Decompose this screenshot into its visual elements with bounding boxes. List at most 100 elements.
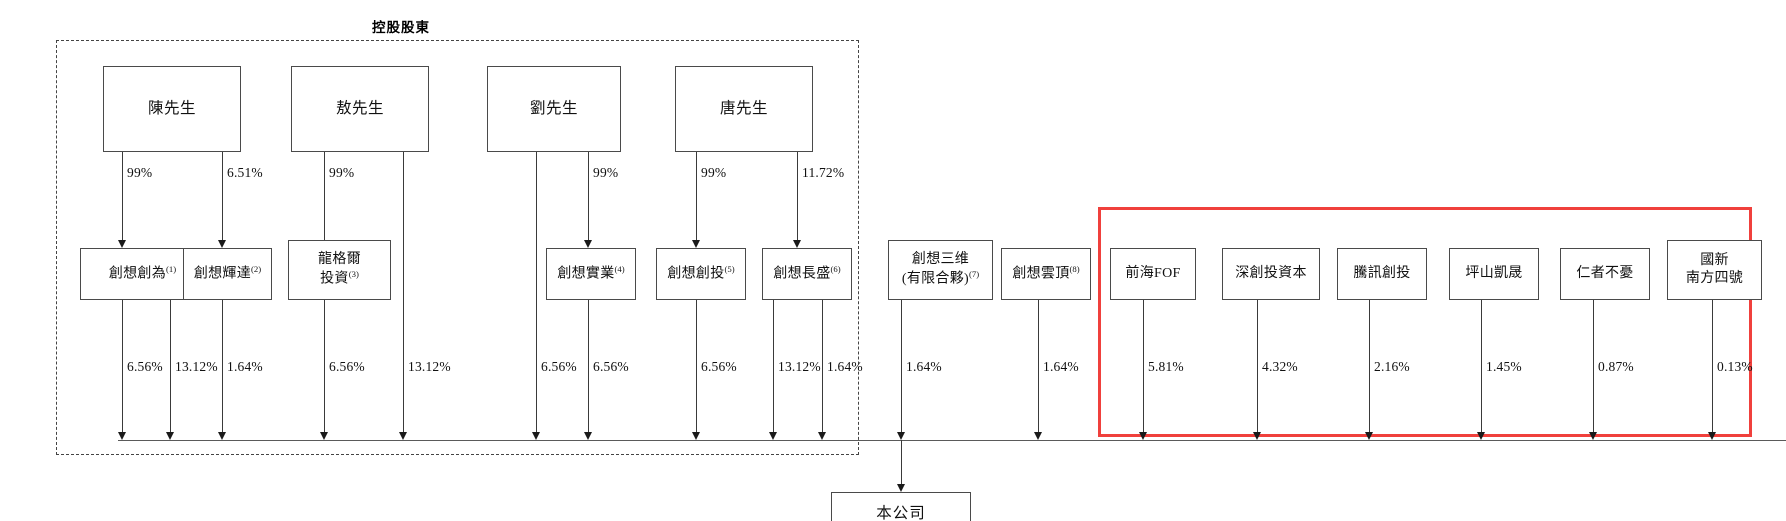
arrowhead-tengxun xyxy=(1364,432,1373,440)
connector-liu-chuangxiangshiye xyxy=(588,152,589,240)
connector-huida-company xyxy=(170,300,171,433)
entity-box-chuangxiangsanwei[interactable]: 創想三维 (有限合夥)(7) xyxy=(888,240,993,300)
pct-tang-chuangxiangchuangtou: 99% xyxy=(701,165,727,180)
arrowhead-guoxin xyxy=(1707,432,1716,440)
connector-guoxin-company xyxy=(1712,300,1713,433)
pct-huida-alt: 1.64% xyxy=(227,359,263,374)
arrowhead-tang-chuangxiangchuangtou xyxy=(691,240,700,248)
connector-renzhe-company xyxy=(1593,300,1594,433)
entity-box-tengxunchuangtou[interactable]: 騰訊創投 xyxy=(1337,248,1427,300)
entity-box-chuangxiangchuangtou[interactable]: 創想創投(5) xyxy=(656,248,746,300)
entity-label-longgeer: 龍格爾 投資(3) xyxy=(318,251,361,287)
arrowhead-longgeer xyxy=(319,432,328,440)
entity-box-pingshankaisheng[interactable]: 坪山凱晟 xyxy=(1449,248,1539,300)
arrowhead-huida-alt xyxy=(217,432,226,440)
connector-yunding-company xyxy=(1038,300,1039,433)
person-box-tang[interactable]: 唐先生 xyxy=(675,66,813,152)
connector-qianhaifof-company xyxy=(1143,300,1144,433)
arrowhead-company xyxy=(896,484,905,492)
entity-box-renzhebuyou[interactable]: 仁者不憂 xyxy=(1560,248,1650,300)
connector-tengxun-company xyxy=(1369,300,1370,433)
entity-label-chuangxiangshiye: 創想實業(4) xyxy=(557,264,625,282)
connector-longgeer-company xyxy=(324,300,325,433)
person-label-tang: 唐先生 xyxy=(719,99,768,117)
pct-sanwei: 1.64% xyxy=(906,359,942,374)
entity-label-qianhaifof: 前海FOF xyxy=(1125,265,1181,281)
entity-label-shenchuangtouziben: 深創投資本 xyxy=(1235,265,1307,281)
connector-chen-chuangxianghuida xyxy=(222,152,223,240)
entity-box-shenchuangtouziben[interactable]: 深創投資本 xyxy=(1222,248,1320,300)
pct-renzhe: 0.87% xyxy=(1598,359,1634,374)
pct-longgeer: 6.56% xyxy=(329,359,365,374)
pct-changsheng: 13.12% xyxy=(778,359,821,374)
connector-changsheng-company xyxy=(773,300,774,433)
arrowhead-liu-chuangxiangshiye xyxy=(583,240,592,248)
company-box[interactable]: 本公司 xyxy=(831,492,971,521)
pct-tang-chuangxiangchangsheng: 11.72% xyxy=(802,165,845,180)
connector-pingshan-company xyxy=(1481,300,1482,433)
entity-label-chuangxiangchangsheng: 創想長盛(6) xyxy=(773,264,841,282)
connector-shiye-company xyxy=(588,300,589,433)
arrowhead-chen-chuangweiwei xyxy=(117,240,126,248)
pct-chuangtou: 6.56% xyxy=(701,359,737,374)
arrowhead-renzhe xyxy=(1588,432,1597,440)
pct-qianhaifof: 5.81% xyxy=(1148,359,1184,374)
arrowhead-sanwei xyxy=(896,432,905,440)
connector-tang-chuangxiangchuangtou xyxy=(696,152,697,240)
arrowhead-ao-direct xyxy=(398,432,407,440)
person-label-liu: 劉先生 xyxy=(529,99,578,117)
person-box-chen[interactable]: 陳先生 xyxy=(103,66,241,152)
entity-box-chuangxianghuida[interactable]: 創想輝達(2) xyxy=(183,248,272,300)
arrowhead-pingshan xyxy=(1476,432,1485,440)
entity-box-guoxinnanfangsihao[interactable]: 國新 南方四號 xyxy=(1667,240,1762,300)
investor-highlight-frame xyxy=(1098,207,1752,437)
arrowhead-changsheng xyxy=(768,432,777,440)
entity-label-chuangxiangchuangtou: 創想創投(5) xyxy=(667,264,735,282)
person-label-ao: 敖先生 xyxy=(335,99,384,117)
pct-ao-direct: 13.12% xyxy=(408,359,451,374)
entity-label-chuangxianghuida: 創想輝達(2) xyxy=(193,264,262,282)
connector-ao-longgeer xyxy=(324,152,325,240)
person-box-liu[interactable]: 劉先生 xyxy=(487,66,621,152)
arrowhead-chuangxiangchuangwei xyxy=(117,432,126,440)
connector-bus-company xyxy=(901,440,902,485)
pct-huida: 13.12% xyxy=(175,359,218,374)
entity-box-chuangxiangchangsheng[interactable]: 創想長盛(6) xyxy=(762,248,852,300)
entity-box-chuangxiangshiye[interactable]: 創想實業(4) xyxy=(546,248,636,300)
pct-pingshan: 1.45% xyxy=(1486,359,1522,374)
entity-label-guoxinnanfangsihao: 國新 南方四號 xyxy=(1685,252,1744,286)
arrowhead-huida xyxy=(165,432,174,440)
bus-line xyxy=(118,440,1786,441)
connector-sanwei-company xyxy=(901,300,902,433)
pct-tengxun: 2.16% xyxy=(1374,359,1410,374)
entity-box-qianhaifof[interactable]: 前海FOF xyxy=(1110,248,1196,300)
entity-label-chuangxiangyunding: 創想雲頂(8) xyxy=(1012,264,1080,282)
pct-ao-longgeer: 99% xyxy=(329,165,355,180)
arrowhead-yunding xyxy=(1033,432,1042,440)
entity-label-chuangxiangsanwei: 創想三维 (有限合夥)(7) xyxy=(901,251,980,287)
pct-liu-direct: 6.56% xyxy=(541,359,577,374)
arrowhead-shiye xyxy=(583,432,592,440)
connector-changsheng-alt-company xyxy=(822,300,823,433)
pct-chen-chuangweiwei: 99% xyxy=(127,165,153,180)
pct-shiye: 6.56% xyxy=(593,359,629,374)
person-label-chen: 陳先生 xyxy=(147,99,196,117)
connector-huida-alt-company xyxy=(222,300,223,433)
connector-chuangtou-company xyxy=(696,300,697,433)
pct-guoxin: 0.13% xyxy=(1717,359,1753,374)
entity-box-chuangxiangyunding[interactable]: 創想雲頂(8) xyxy=(1001,248,1091,300)
person-box-ao[interactable]: 敖先生 xyxy=(291,66,429,152)
pct-changsheng-alt: 1.64% xyxy=(827,359,863,374)
connector-liu-direct xyxy=(536,152,537,433)
group-label-controlling-shareholder: 控股股東 xyxy=(372,20,430,36)
entity-label-tengxunchuangtou: 騰訊創投 xyxy=(1353,265,1411,281)
arrowhead-shenchuangtou xyxy=(1252,432,1261,440)
arrowhead-tang-chuangxiangchangsheng xyxy=(792,240,801,248)
company-label: 本公司 xyxy=(876,504,926,521)
pct-liu-chuangxiangshiye: 99% xyxy=(593,165,619,180)
entity-box-longgeer[interactable]: 龍格爾 投資(3) xyxy=(288,240,391,300)
arrowhead-chuangtou xyxy=(691,432,700,440)
connector-chuangxiangchuangwei-company xyxy=(122,300,123,433)
pct-shenchuangtou: 4.32% xyxy=(1262,359,1298,374)
connector-shenchuangtou-company xyxy=(1257,300,1258,433)
